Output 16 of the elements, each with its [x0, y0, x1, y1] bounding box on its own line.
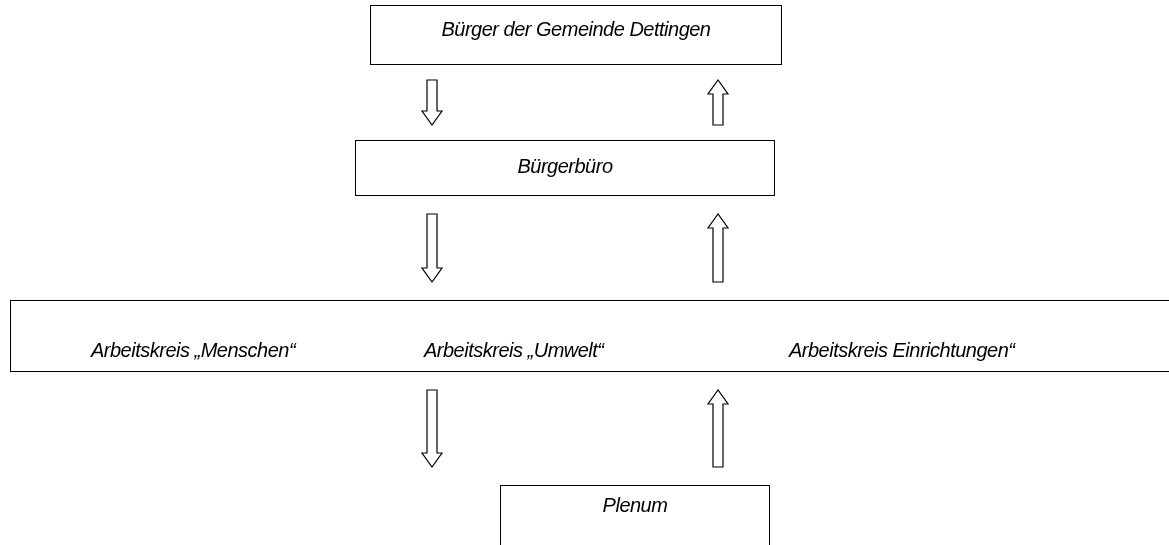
process-box — [500, 485, 770, 545]
block-arrow — [706, 388, 730, 468]
box-label: Arbeitskreis Einrichtungen“ — [789, 339, 1015, 362]
process-box — [355, 140, 775, 196]
box-label: Bürgerbüro — [517, 155, 613, 178]
box-label: Arbeitskreis „Umwelt“ — [424, 339, 604, 362]
process-box — [10, 300, 1169, 372]
block-arrow — [420, 213, 444, 284]
block-arrow — [706, 212, 730, 283]
block-arrow — [420, 79, 444, 127]
box-label: Plenum — [602, 494, 668, 517]
box-label: Arbeitskreis „Menschen“ — [91, 339, 296, 362]
block-arrow — [420, 389, 444, 469]
process-box — [370, 5, 782, 65]
block-arrow — [706, 78, 730, 126]
box-label: Bürger der Gemeinde Dettingen — [441, 18, 711, 41]
